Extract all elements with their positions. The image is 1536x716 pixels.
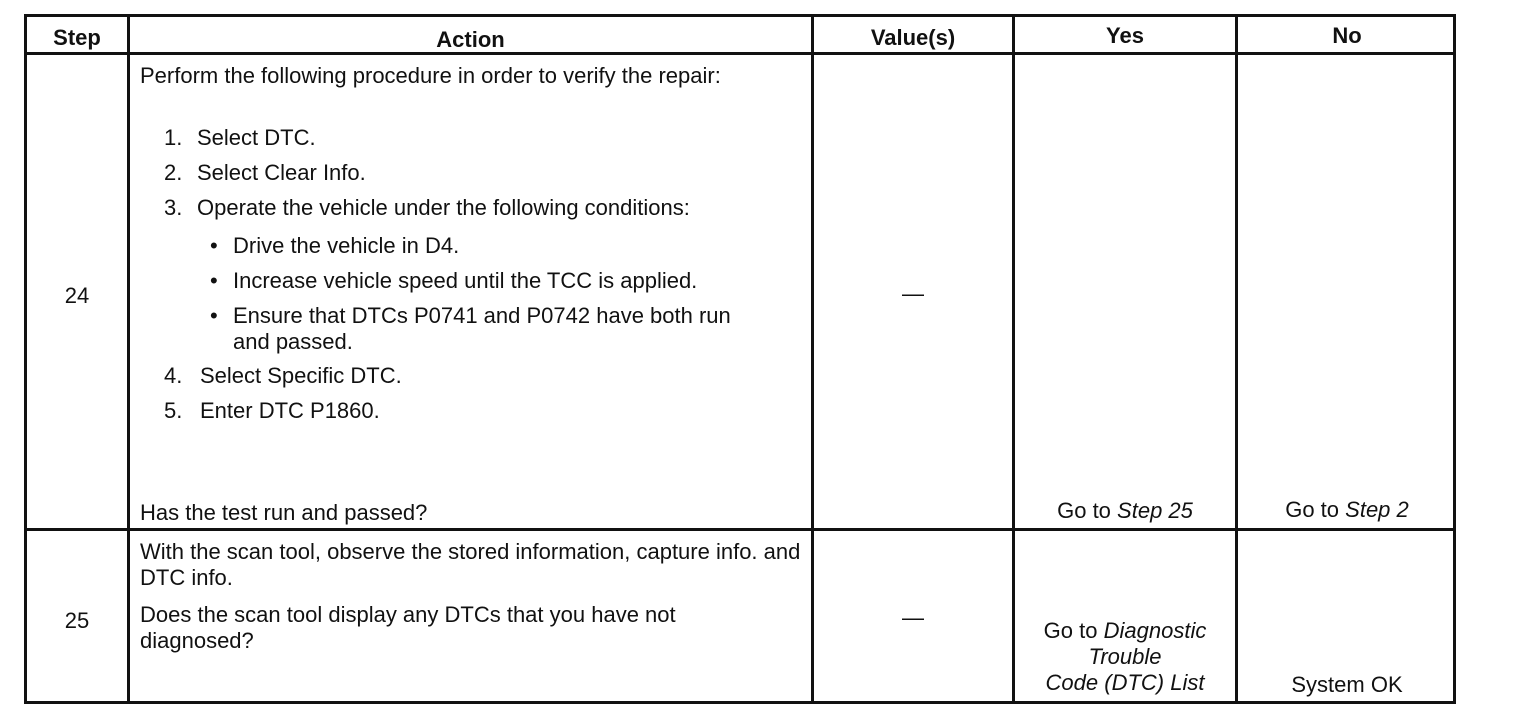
list-number: 1. bbox=[164, 125, 183, 150]
step-25: 25 bbox=[64, 608, 90, 633]
bullet-icon: • bbox=[210, 303, 218, 328]
row-25-question: Does the scan tool display any DTCs that… bbox=[140, 602, 676, 653]
list-item: 5. Enter DTC P1860. bbox=[164, 398, 804, 424]
row-24-steps-2: 4. Select Specific DTC. 5. Enter DTC P18… bbox=[164, 363, 804, 424]
list-text: Increase vehicle speed until the TCC is … bbox=[233, 268, 698, 293]
list-item: 4. Select Specific DTC. bbox=[164, 363, 804, 389]
row-25-intro: With the scan tool, observe the stored i… bbox=[140, 539, 801, 590]
row-divider bbox=[27, 52, 1453, 55]
row-25-value: — bbox=[902, 605, 924, 630]
row-24-conditions: • Drive the vehicle in D4. • Increase ve… bbox=[210, 233, 790, 355]
row-25-yes: Go to Diagnostic Trouble Code (DTC) List bbox=[1015, 618, 1235, 696]
yes-dtc-link[interactable]: Code (DTC) List bbox=[1045, 670, 1205, 695]
list-item: 3. Operate the vehicle under the followi… bbox=[164, 195, 804, 221]
no-prefix: Go to bbox=[1285, 497, 1340, 522]
col-divider bbox=[1235, 17, 1238, 701]
row-24-value: — bbox=[902, 281, 924, 306]
col-divider bbox=[1012, 17, 1015, 701]
bullet-icon: • bbox=[210, 233, 218, 258]
list-text: Enter DTC P1860. bbox=[200, 398, 380, 423]
row-24-yes: Go to Step 25 bbox=[1015, 498, 1235, 524]
diagnostic-table: Step Action Value(s) Yes No 24 Perform t… bbox=[24, 14, 1456, 704]
list-item: 1. Select DTC. bbox=[164, 125, 804, 151]
list-number: 3. bbox=[164, 195, 183, 220]
row-24-intro: Perform the following procedure in order… bbox=[140, 63, 721, 88]
list-text: Drive the vehicle in D4. bbox=[233, 233, 460, 258]
header-yes: Yes bbox=[1106, 23, 1144, 48]
header-action: Action bbox=[436, 27, 505, 52]
yes-prefix: Go to bbox=[1043, 618, 1098, 643]
list-text: Select DTC. bbox=[197, 125, 316, 150]
row-divider bbox=[27, 528, 1453, 531]
header-no: No bbox=[1332, 23, 1362, 48]
list-text: Select Specific DTC. bbox=[200, 363, 402, 388]
list-number: 5. bbox=[164, 398, 183, 423]
row-24-steps: 1. Select DTC. 2. Select Clear Info. 3. … bbox=[164, 125, 804, 230]
yes-dtc-link[interactable]: Trouble bbox=[1088, 644, 1162, 669]
list-item: • Increase vehicle speed until the TCC i… bbox=[210, 268, 790, 294]
row-24-question: Has the test run and passed? bbox=[140, 500, 428, 525]
list-item: 2. Select Clear Info. bbox=[164, 160, 804, 186]
row-25-no: System OK bbox=[1291, 672, 1403, 697]
list-text: Ensure that DTCs P0741 and P0742 have bo… bbox=[233, 303, 731, 354]
col-divider bbox=[127, 17, 130, 701]
yes-prefix: Go to bbox=[1057, 498, 1111, 523]
yes-step-link[interactable]: Step 25 bbox=[1117, 498, 1193, 523]
bullet-icon: • bbox=[210, 268, 218, 293]
header-step: Step bbox=[53, 25, 101, 50]
list-text: Select Clear Info. bbox=[197, 160, 366, 185]
header-values: Value(s) bbox=[870, 25, 956, 50]
list-item: • Drive the vehicle in D4. bbox=[210, 233, 790, 259]
yes-dtc-link[interactable]: Diagnostic bbox=[1103, 618, 1207, 643]
list-number: 4. bbox=[164, 363, 183, 388]
list-number: 2. bbox=[164, 160, 183, 185]
col-divider bbox=[811, 17, 814, 701]
step-24: 24 bbox=[64, 283, 90, 308]
no-step-link[interactable]: Step 2 bbox=[1345, 497, 1409, 522]
row-24-no: Go to Step 2 bbox=[1238, 497, 1456, 523]
list-text: Operate the vehicle under the following … bbox=[197, 195, 690, 220]
list-item: • Ensure that DTCs P0741 and P0742 have … bbox=[210, 303, 770, 355]
